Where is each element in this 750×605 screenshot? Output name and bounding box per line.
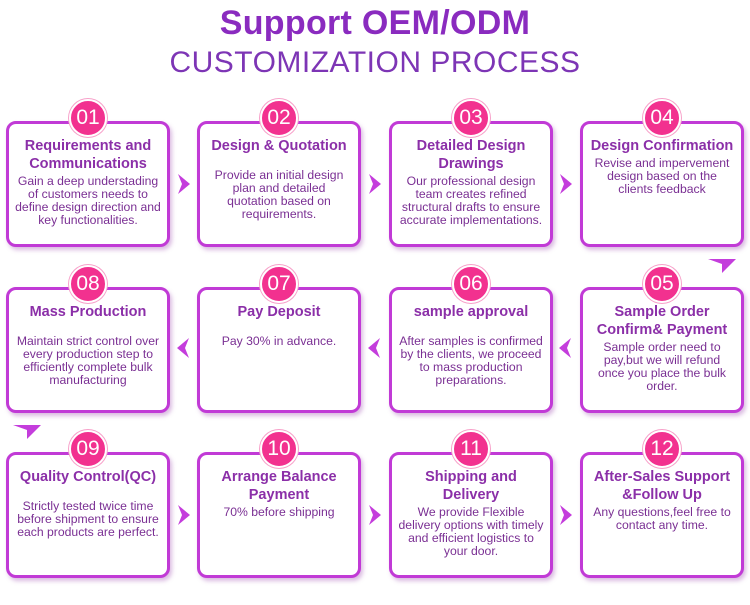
step-card: Quality Control(QC) Strictly tested twic…: [6, 452, 170, 578]
arrow-right-icon: [369, 174, 381, 194]
arrow-down-icon: [13, 425, 41, 439]
step-card: Mass Production Maintain strict control …: [6, 287, 170, 413]
step-description: Any questions,feel free to contact any t…: [593, 505, 731, 532]
step-card: Shipping and Delivery We provide Flexibl…: [389, 452, 553, 578]
arrow-right-icon: [560, 505, 572, 525]
step-title: Arrange Balance Payment: [221, 469, 337, 503]
arrow-left-icon: [559, 338, 571, 358]
step-card: sample approval After samples is confirm…: [389, 287, 553, 413]
step-description: 70% before shipping: [223, 505, 335, 519]
step-number-badge: 07: [260, 265, 298, 303]
step-description: We provide Flexible delivery options wit…: [398, 505, 544, 558]
step-title: Detailed Design Drawings: [416, 138, 526, 172]
step-number-badge: 12: [643, 430, 681, 468]
step-number-badge: 03: [452, 99, 490, 137]
step-title: sample approval: [413, 304, 529, 320]
step-card: After-Sales Support &Follow Up Any quest…: [580, 452, 744, 578]
arrow-right-icon: [369, 505, 381, 525]
page-title: Support OEM/ODM: [219, 4, 531, 42]
step-card: Arrange Balance Payment 70% before shipp…: [197, 452, 361, 578]
page-subtitle: CUSTOMIZATION PROCESS: [169, 46, 581, 79]
step-number-badge: 04: [643, 99, 681, 137]
step-card: Requirements and Communications Gain a d…: [6, 121, 170, 247]
step-title: After-Sales Support &Follow Up: [593, 469, 731, 503]
step-description: Pay 30% in advance.: [221, 334, 337, 348]
step-number-badge: 05: [643, 265, 681, 303]
step-number-badge: 02: [260, 99, 298, 137]
step-title: Pay Deposit: [237, 304, 321, 320]
step-card: Detailed Design Drawings Our professiona…: [389, 121, 553, 247]
arrow-left-icon: [368, 338, 380, 358]
step-title: Requirements and Communications: [24, 138, 152, 172]
arrow-left-icon: [177, 338, 189, 358]
step-description: After samples is confirmed by the client…: [399, 334, 543, 387]
step-number-badge: 06: [452, 265, 490, 303]
step-card: Pay Deposit Pay 30% in advance.: [197, 287, 361, 413]
step-description: Provide an initial design plan and detai…: [214, 168, 344, 221]
step-description: Our professional design team creates ref…: [399, 174, 543, 227]
step-title: Design Confirmation: [590, 138, 734, 154]
step-title: Shipping and Delivery: [425, 469, 517, 503]
step-title: Mass Production: [29, 304, 147, 320]
step-number-badge: 11: [452, 430, 490, 468]
step-description: Strictly tested twice time before shipme…: [17, 499, 159, 539]
step-description: Sample order need to pay,but we will ref…: [597, 340, 727, 393]
step-description: Revise and impervement design based on t…: [594, 156, 730, 196]
step-card: Design Confirmation Revise and imperveme…: [580, 121, 744, 247]
step-title: Sample Order Confirm& Payment: [596, 304, 728, 338]
arrow-right-icon: [178, 174, 190, 194]
step-number-badge: 09: [69, 430, 107, 468]
step-description: Maintain strict control over every produ…: [16, 334, 160, 387]
step-description: Gain a deep understading of customers ne…: [15, 174, 161, 227]
arrow-down-icon: [708, 259, 736, 273]
step-number-badge: 01: [69, 99, 107, 137]
step-title: Design & Quotation: [211, 138, 347, 154]
step-title: Quality Control(QC): [19, 469, 157, 485]
step-number-badge: 10: [260, 430, 298, 468]
arrow-right-icon: [178, 505, 190, 525]
step-card: Design & Quotation Provide an initial de…: [197, 121, 361, 247]
step-card: Sample Order Confirm& Payment Sample ord…: [580, 287, 744, 413]
arrow-right-icon: [560, 174, 572, 194]
step-number-badge: 08: [69, 265, 107, 303]
